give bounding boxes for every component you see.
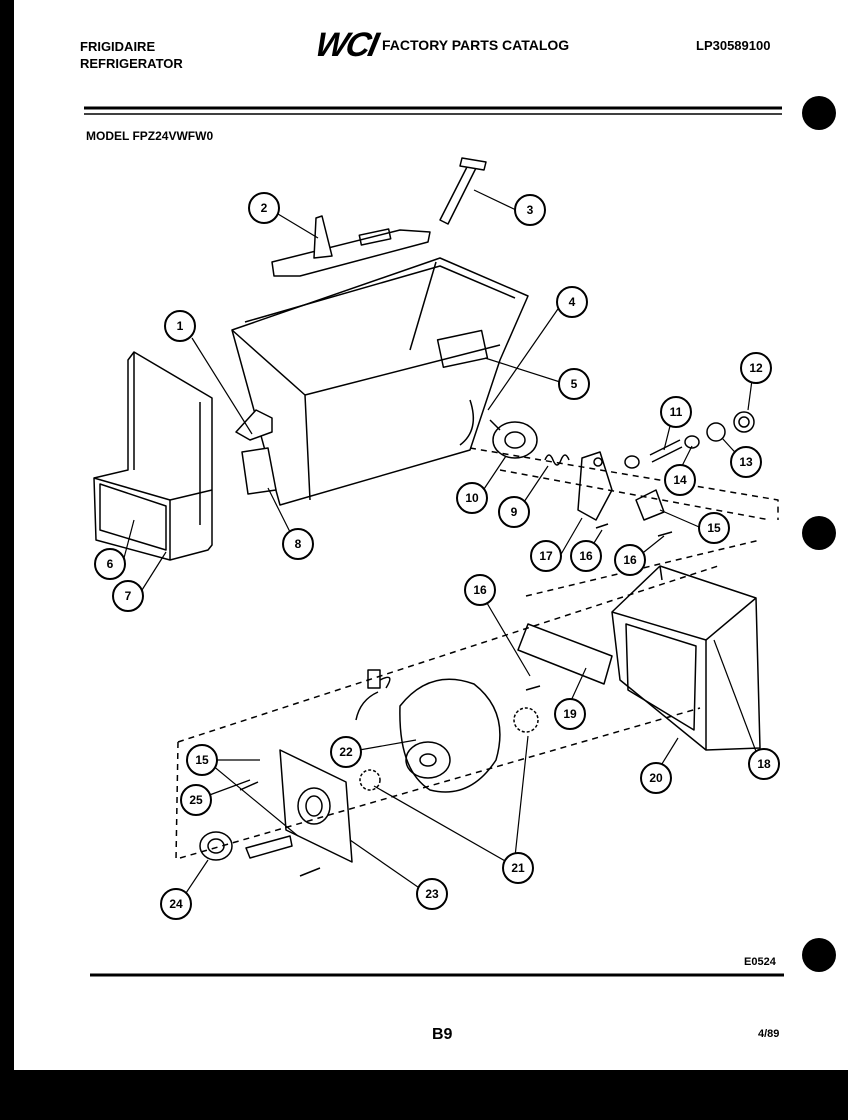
callout-13: 13	[730, 446, 762, 478]
callout-7: 7	[112, 580, 144, 612]
brand-name: FRIGIDAIRE	[80, 39, 156, 54]
callout-15: 15	[698, 512, 730, 544]
model-label: MODEL FPZ24VWFW0	[86, 129, 214, 143]
callout-17-label: 17	[539, 549, 553, 563]
callout-19-label: 19	[563, 707, 577, 721]
callout-2: 2	[248, 192, 280, 224]
callout-9: 9	[498, 496, 530, 528]
callout-markers: 1 2 3 4 5 6 7 8 9 10 11 12 13 14 15 16 1…	[94, 192, 780, 920]
callout-24-label: 24	[169, 897, 183, 911]
callout-15-b: 15	[186, 744, 218, 776]
callout-1: 1	[164, 310, 196, 342]
callout-8-label: 8	[295, 537, 302, 551]
callout-20-label: 20	[649, 771, 663, 785]
scan-border-bottom	[0, 1070, 848, 1120]
callout-25: 25	[180, 784, 212, 816]
diagram-code: E0524	[744, 956, 776, 968]
callout-23: 23	[416, 878, 448, 910]
callout-10-label: 10	[465, 491, 479, 505]
drive-disc-part	[489, 419, 538, 459]
callout-21-label: 21	[511, 861, 525, 875]
screw-parts	[239, 523, 673, 877]
drive-motor	[355, 669, 501, 793]
part-number: LP30589100	[696, 38, 771, 53]
callout-15-label: 15	[707, 521, 721, 535]
callout-6: 6	[94, 548, 126, 580]
ice-bucket	[231, 257, 529, 506]
callout-11: 11	[660, 396, 692, 428]
lower-dashed-outline	[175, 539, 761, 861]
callout-1-label: 1	[177, 319, 184, 333]
punch-hole-middle	[802, 516, 836, 550]
callout-7-label: 7	[125, 589, 132, 603]
callout-14: 14	[664, 464, 696, 496]
actuator-part-15	[635, 489, 665, 521]
punch-hole-bottom	[802, 938, 836, 972]
page-number: B9	[432, 1026, 453, 1043]
callout-4-label: 4	[569, 295, 576, 309]
callout-16-label: 16	[473, 583, 487, 597]
callout-9-label: 9	[511, 505, 518, 519]
callout-3-label: 3	[527, 203, 534, 217]
callout-16-b: 16	[570, 540, 602, 572]
mounting-plate	[245, 749, 353, 863]
callout-23-label: 23	[425, 887, 439, 901]
upper-dashed-outline	[469, 447, 779, 521]
callout-8: 8	[282, 528, 314, 560]
auger-cover-part	[271, 215, 431, 277]
callout-16: 16	[464, 574, 496, 606]
motor-housing	[611, 565, 761, 751]
callout-21: 21	[502, 852, 534, 884]
product-type: REFRIGERATOR	[80, 56, 183, 71]
callout-13-label: 13	[739, 455, 753, 469]
brand-block: FRIGIDAIRE REFRIGERATOR	[80, 38, 183, 72]
callout-19: 19	[554, 698, 586, 730]
callout-2-label: 2	[261, 201, 268, 215]
callout-14-label: 14	[673, 473, 687, 487]
callout-10: 10	[456, 482, 488, 514]
callout-20: 20	[640, 762, 672, 794]
washer-parts	[624, 411, 755, 469]
gasket-part	[517, 623, 613, 685]
callout-5: 5	[558, 368, 590, 400]
callout-18-label: 18	[757, 757, 771, 771]
callout-18: 18	[748, 748, 780, 780]
ice-tray-assembly	[93, 351, 213, 561]
callout-12: 12	[740, 352, 772, 384]
callout-16-c: 16	[614, 544, 646, 576]
handle-part	[439, 157, 487, 225]
callout-16-c-label: 16	[623, 553, 637, 567]
catalog-title: FACTORY PARTS CATALOG	[382, 37, 570, 53]
callout-25-label: 25	[189, 793, 203, 807]
callout-11-label: 11	[670, 405, 683, 419]
gear-part-21	[359, 707, 539, 791]
spring-part-9	[544, 454, 570, 466]
callout-4: 4	[556, 286, 588, 318]
bracket-part-8	[235, 409, 277, 495]
callout-17: 17	[530, 540, 562, 572]
punch-hole-top	[802, 96, 836, 130]
callout-6-label: 6	[107, 557, 114, 571]
callout-5-label: 5	[571, 377, 578, 391]
issue-date: 4/89	[758, 1028, 780, 1040]
callout-16-b-label: 16	[579, 549, 593, 563]
callout-3: 3	[514, 194, 546, 226]
cap-part-24	[199, 831, 233, 861]
callout-12-label: 12	[749, 361, 763, 375]
callout-22-label: 22	[339, 745, 353, 759]
callout-22: 22	[330, 736, 362, 768]
callout-15-b-label: 15	[195, 753, 209, 767]
callout-24: 24	[160, 888, 192, 920]
switch-bracket-part	[577, 451, 613, 521]
